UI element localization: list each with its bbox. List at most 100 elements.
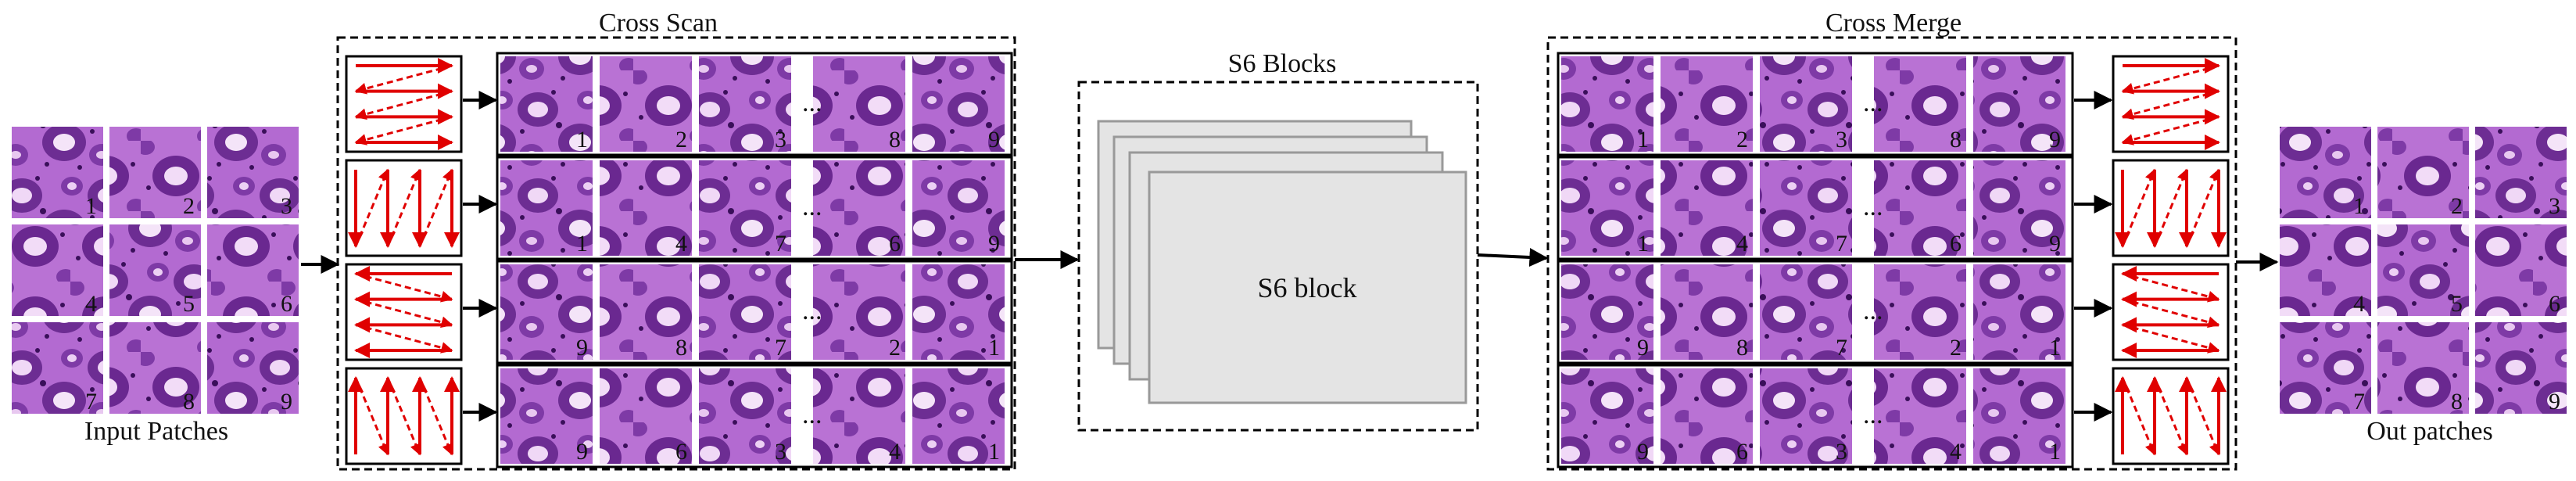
input-patch-number: 1 <box>85 193 97 219</box>
cross-scan-sequence-number: 2 <box>889 335 901 361</box>
cross-scan-sequence-number: 6 <box>889 231 901 257</box>
cross-merge-sequence-number: 8 <box>1950 127 1962 153</box>
input-patch <box>109 224 201 316</box>
cross-merge-sequence-number: 7 <box>1836 231 1847 257</box>
input-patch-number: 5 <box>183 291 195 317</box>
cross-merge-sequence-number: 4 <box>1736 231 1748 257</box>
cross-scan-sequence-patch <box>500 56 593 152</box>
scan-arrow <box>355 323 453 354</box>
input-patch-number: 2 <box>183 193 195 219</box>
output-patch <box>2280 322 2371 414</box>
s6-blocks-title: S6 Blocks <box>1228 49 1337 78</box>
scan-arrow <box>2122 323 2220 354</box>
cross-merge-sequence-patch <box>1973 368 2065 464</box>
input-patch-number: 6 <box>281 291 292 317</box>
scan-arrow <box>2121 90 2220 120</box>
cross-scan-sequence-number: 7 <box>775 335 786 361</box>
cross-scan-sequence-patch <box>600 56 692 152</box>
cross-merge-sequence-patch <box>1760 368 1852 464</box>
cross-scan-sequence-number: 8 <box>889 127 901 153</box>
output-patch <box>2280 224 2371 316</box>
cross-scan-sequence-number: 1 <box>576 231 588 257</box>
scan-arrow <box>355 298 453 328</box>
cross-scan-sequence-ellipsis: ... <box>802 296 822 325</box>
cross-scan-sequence-ellipsis: ... <box>802 192 822 221</box>
cross-scan-sequence-number: 9 <box>988 231 1000 257</box>
cross-scan-sequence-patch <box>813 160 905 256</box>
cross-merge-sequence-number: 1 <box>1637 127 1649 153</box>
cross-scan-sequence-patch <box>912 264 1005 360</box>
cross-merge-sequence-patch <box>1661 56 1753 152</box>
cross-merge-sequence-ellipsis: ... <box>1863 192 1883 221</box>
cross-merge-frame <box>1546 36 2237 471</box>
cross-scan-sequence-number: 9 <box>576 439 588 465</box>
output-patch-number: 5 <box>2451 291 2463 317</box>
cross-scan-sequence-patch <box>600 160 692 256</box>
output-patch <box>2475 127 2567 218</box>
cross-scan-sequence-patch <box>912 160 1005 256</box>
scan-arrow <box>2121 377 2156 456</box>
cross-merge-sequence-patch <box>1874 264 1966 360</box>
scan-arrow <box>354 64 453 95</box>
output-patch-number: 8 <box>2451 389 2463 415</box>
input-patches-label: Input Patches <box>84 417 228 446</box>
cross-merge-sequence-patch <box>1874 160 1966 256</box>
cross-scan-scan-pattern-icon <box>345 55 463 153</box>
cross-merge-sequence-number: 9 <box>2049 231 2061 257</box>
cross-merge-sequence-number: 6 <box>1736 439 1748 465</box>
cross-merge-sequence-number: 9 <box>1637 439 1649 465</box>
cross-merge-sequence-number: 3 <box>1836 127 1847 153</box>
cross-scan-sequence-ellipsis: ... <box>802 400 822 429</box>
output-patch-number: 4 <box>2353 291 2365 317</box>
cross-merge-sequence-patch <box>1760 264 1852 360</box>
cross-merge-sequence-patch <box>1561 56 1653 152</box>
cross-merge-sequence-patch <box>1874 368 1966 464</box>
cross-merge-scan-pattern-icon <box>2112 263 2230 361</box>
cross-merge-sequence-number: 2 <box>1950 335 1962 361</box>
cross-scan-sequence-patch <box>912 56 1005 152</box>
cross-merge-sequence-patch <box>1561 368 1653 464</box>
input-patch <box>12 322 103 414</box>
output-patch <box>2377 322 2469 414</box>
cross-scan-sequence-number: 9 <box>576 335 588 361</box>
input-patch <box>207 127 299 218</box>
cross-merge-sequence-ellipsis: ... <box>1863 88 1883 117</box>
cross-merge-sequence-patch <box>1661 160 1753 256</box>
scan-arrow <box>2121 115 2220 145</box>
cross-scan-sequence-patch <box>500 160 593 256</box>
cross-scan-sequence-patch <box>500 264 593 360</box>
cross-scan-sequence-number: 3 <box>775 439 786 465</box>
cross-merge-sequence-number: 2 <box>1736 127 1748 153</box>
cross-merge-sequence-number: 9 <box>1637 335 1649 361</box>
output-patch-number: 9 <box>2549 389 2560 415</box>
scan-arrow <box>2185 377 2220 456</box>
scan-arrow <box>2122 272 2220 303</box>
output-patch <box>2377 224 2469 316</box>
s6-block-stack <box>1097 120 1467 404</box>
cross-merge-sequence-patch <box>1760 56 1852 152</box>
cross-scan-sequence-patch <box>813 56 905 152</box>
cross-scan-sequence-number: 1 <box>576 127 588 153</box>
scan-arrow <box>355 272 453 303</box>
scan-arrow <box>418 168 453 247</box>
scan-arrow <box>2185 168 2220 247</box>
input-patch <box>207 322 299 414</box>
cross-merge-scan-pattern-icon <box>2112 55 2230 153</box>
cross-merge-sequence-number: 9 <box>2049 127 2061 153</box>
cross-merge-sequence-patch <box>1561 264 1653 360</box>
cross-scan-title: Cross Scan <box>599 9 718 38</box>
output-patch <box>2475 322 2567 414</box>
cross-merge-sequence-number: 4 <box>1950 439 1962 465</box>
scan-arrow <box>2122 298 2220 328</box>
cross-scan-sequence-patch <box>699 160 791 256</box>
cross-scan-sequence-patch <box>813 368 905 464</box>
scan-arrow <box>418 377 453 456</box>
cross-scan-sequence-number: 4 <box>889 439 901 465</box>
cross-scan-sequence-ellipsis: ... <box>802 88 822 117</box>
cross-merge-sequence-patch <box>1973 264 2065 360</box>
output-patch <box>2475 224 2567 316</box>
cross-scan-sequence-patch <box>600 368 692 464</box>
s6-block-layer <box>1148 171 1467 404</box>
